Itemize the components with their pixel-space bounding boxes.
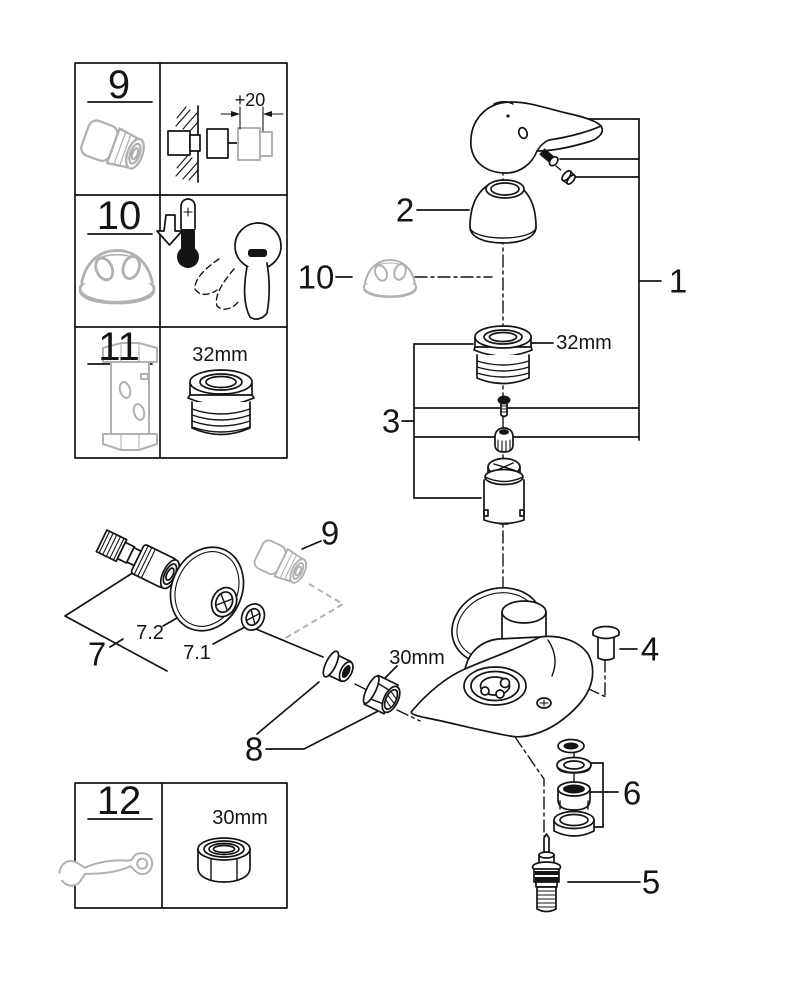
- union-seal: [240, 603, 266, 631]
- top-tools-panel-frame: [74, 62, 288, 459]
- temperature-adjust-drawing: [156, 198, 282, 320]
- panel-dimension-32mm: 32mm: [192, 344, 248, 366]
- part-label-8: 8: [244, 730, 264, 768]
- wall-mount-dimension-drawing: [167, 105, 284, 183]
- limiter-ring-accessory: [363, 259, 417, 298]
- panel-row-number-9: 9: [107, 63, 131, 107]
- panel-32mm-ring-icon: [187, 369, 255, 436]
- cartridge: [483, 457, 525, 525]
- cartridge-fixing-ring-32mm: [473, 325, 533, 385]
- part-label-4: 4: [640, 630, 660, 668]
- escutcheon-rosette: [169, 546, 245, 632]
- outlet-washer: [556, 756, 592, 774]
- part-label-1: 1: [668, 262, 688, 300]
- grub-screw: [497, 395, 511, 418]
- cap-sleeve: [469, 179, 537, 244]
- dimension-32mm: 32mm: [556, 332, 612, 354]
- panel-dimension-plus20: +20: [234, 90, 266, 110]
- bracket-part-3: [401, 343, 640, 499]
- panel-dimension-30mm: 30mm: [212, 807, 268, 829]
- adapter-accessory: [251, 537, 312, 589]
- panel-row-number-12: 12: [96, 779, 142, 823]
- leader-lines: [64, 209, 641, 883]
- part-label-7: 7: [87, 635, 107, 673]
- plug-cap: [592, 625, 620, 661]
- part-label-6: 6: [622, 774, 642, 812]
- screw-cover-cap: [561, 169, 576, 185]
- dimension-30mm: 30mm: [389, 647, 445, 669]
- part-label-2: 2: [395, 191, 415, 229]
- part-label-10: 10: [297, 258, 335, 296]
- s-union: [95, 529, 181, 590]
- panel-wrench-icon: [57, 852, 154, 887]
- aerator-insert: [557, 781, 591, 811]
- handle-screw: [539, 148, 559, 167]
- assembly-axis-78: [255, 583, 421, 722]
- bottom-tool-panel-frame: [74, 782, 288, 909]
- part-label-7-2: 7.2: [136, 622, 164, 644]
- part-label-5: 5: [641, 863, 661, 901]
- panel-socket-tool-icon: [102, 342, 158, 451]
- part-label-7-1: 7.1: [183, 642, 211, 664]
- anti-twist-nut: [494, 427, 514, 453]
- part-label-9: 9: [320, 514, 340, 552]
- panel-30mm-nut-icon: [197, 837, 251, 883]
- union-nut-30mm: [362, 674, 401, 715]
- panel-row-number-11: 11: [98, 325, 140, 369]
- panel-adapter-icon: [77, 117, 150, 175]
- diverter-valve: [531, 833, 562, 913]
- lever-handle: [470, 101, 604, 174]
- panel-limiter-icon: [78, 249, 156, 305]
- mixer-body: [410, 635, 594, 754]
- panel-row-number-10: 10: [96, 194, 142, 238]
- filter-insert: [322, 650, 354, 683]
- bracket-part-1: [559, 118, 662, 441]
- part-label-3: 3: [381, 402, 401, 440]
- outlet-ring: [553, 810, 595, 837]
